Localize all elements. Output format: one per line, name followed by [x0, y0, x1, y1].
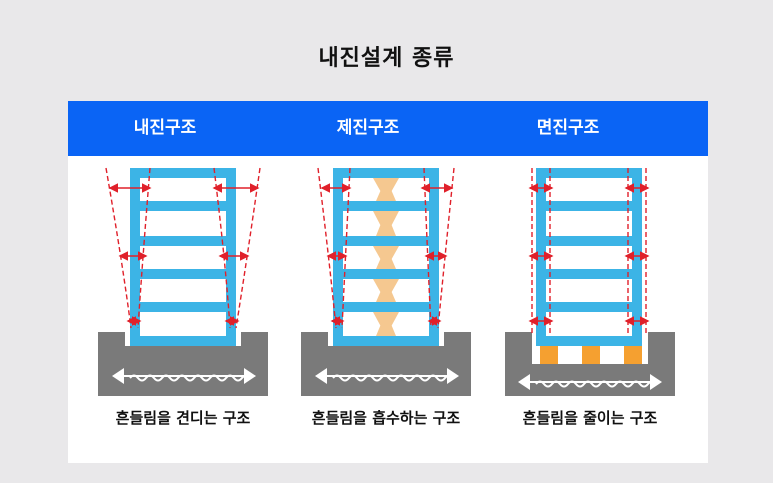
isolators — [540, 346, 642, 364]
caption-seismic-resistant: 흔들림을 견디는 구조 — [115, 409, 251, 427]
card-header: 내진구조 제진구조 면진구조 — [68, 101, 708, 156]
displacement-arrows — [108, 183, 260, 326]
structure-diagrams — [98, 167, 675, 396]
vibration-control-diagram — [301, 167, 471, 396]
ground-wave-arrow — [315, 368, 459, 384]
base-isolation-diagram — [505, 168, 675, 396]
diagram-card: 내진구조 제진구조 면진구조 — [68, 101, 708, 463]
heading-seismic-resistant: 내진구조 — [133, 118, 197, 138]
displacement-arrows — [320, 183, 454, 326]
ground-wave-arrow — [518, 374, 662, 390]
caption-base-isolation: 흔들림을 줄이는 구조 — [522, 409, 658, 427]
caption-vibration-control: 흔들림을 흡수하는 구조 — [311, 409, 461, 427]
building-frame — [130, 168, 236, 346]
page-title: 내진설계 종류 — [318, 46, 455, 71]
building-frame — [536, 168, 642, 346]
dampers — [373, 178, 399, 336]
heading-vibration-control: 제진구조 — [336, 118, 400, 138]
seismic-resistant-diagram — [98, 167, 268, 396]
heading-base-isolation: 면진구조 — [536, 118, 600, 138]
ground-wave-arrow — [112, 368, 256, 384]
displacement-arrows — [528, 183, 650, 326]
